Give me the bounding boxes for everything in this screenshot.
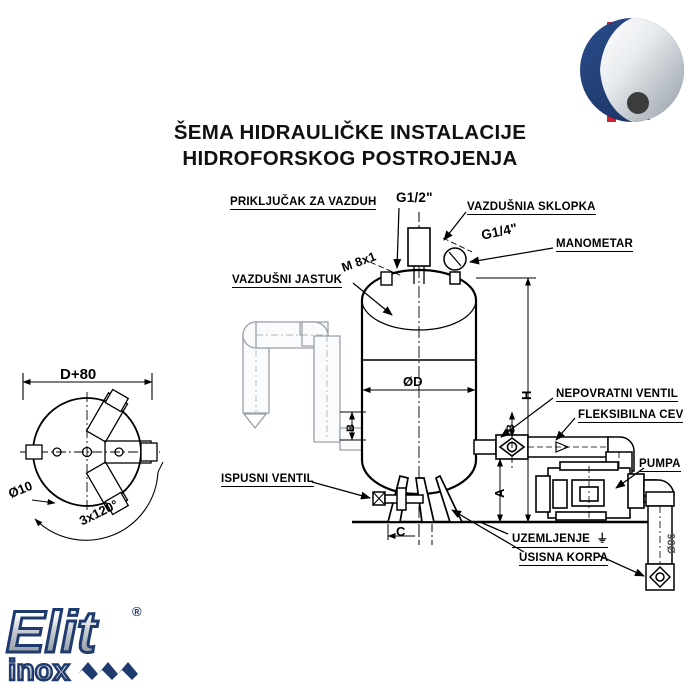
dim-total-height: H [519,390,534,400]
callout-air-connection: PRIKLJUČAK ZA VAZDUH [230,196,377,210]
wave-icon [72,662,138,680]
callout-air-cushion: VAZDUŠNI JASTUK [232,274,343,288]
thread-air-port: G1/2" [396,190,433,205]
company-mark-logo [580,18,684,122]
callout-air-switch: VAZDUŠNIA SKLOPKA [467,201,596,215]
callout-check-valve: NEPOVRATNI VENTIL [556,388,679,402]
dimension-lines-right [340,277,536,523]
suction-line [643,479,675,591]
elit-logo-wordmark: Elit [6,600,99,665]
check-valve-symbol [495,426,529,468]
manometer-symbol [443,247,467,285]
dim-suction-pipe: Ø96 [666,533,678,554]
dim-offset-b-left: B [345,424,357,432]
pressure-tank [360,212,497,545]
dim-base-offset-c: C [396,524,406,539]
callout-grounding: UZEMLJENJE ⏚ [512,530,609,548]
base-detail-view [20,373,164,541]
grounding-text: UZEMLJENJE [512,533,591,545]
dim-tank-diameter: ØD [403,374,423,389]
page-title-line1: ŠEMA HIDRAULIČKE INSTALACIJE [173,121,527,144]
dim-detail-width: D+80 [60,366,97,383]
callout-drain-valve: ISPUSNI VENTIL [221,473,314,487]
dim-outlet-height: A [492,488,507,498]
elit-inox-logo: Elit inox ® [4,596,174,689]
ground-symbol-icon: ⏚ [596,533,609,545]
callout-manometer: MANOMETAR [556,238,633,252]
registered-mark: ® [132,604,142,619]
drain-valve-symbol [372,487,424,511]
dim-offset-b-right: B [505,424,517,432]
callout-suction-basket: USISNA KORPA [519,552,609,566]
callout-pump: PUMPA [639,458,681,472]
inox-logo-wordmark: inox [8,654,70,687]
page-title-line2: HIDROFORSKOG POSTROJENJA [182,147,518,170]
callout-flexible-hose: FLEKSIBILNA CEV [578,409,684,423]
pump-motor-assembly [535,461,657,521]
